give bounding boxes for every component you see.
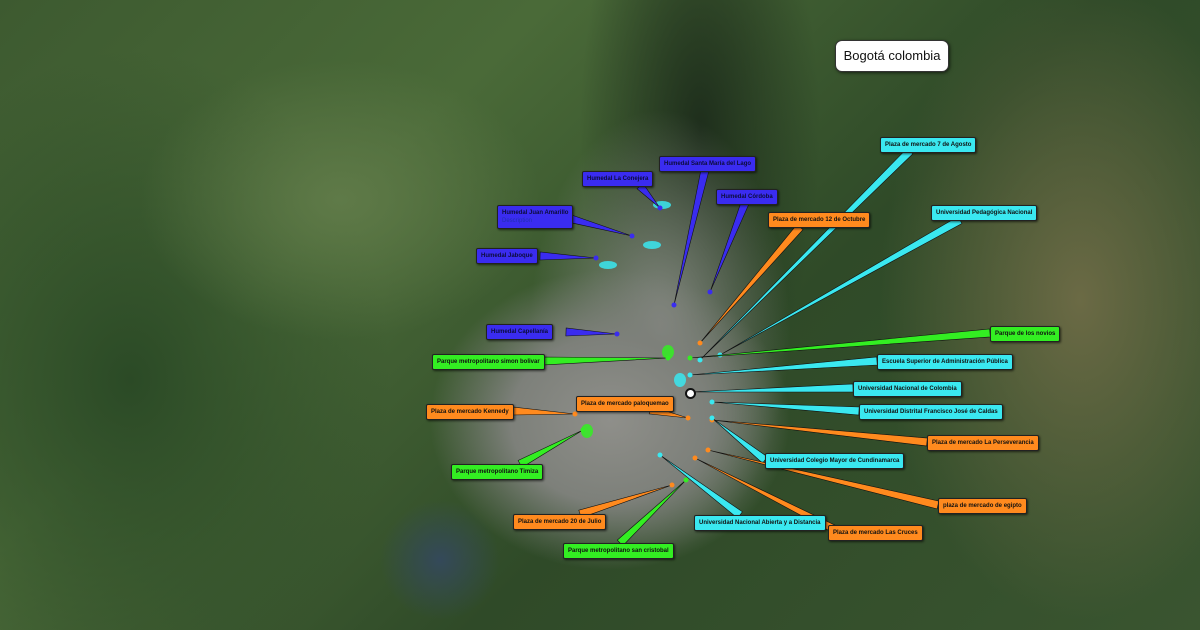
placemark-description: Description xyxy=(502,218,533,224)
placemark-name: Plaza de mercado paloquemao xyxy=(581,401,669,407)
placemark-name: Universidad Nacional Abierta y a Distanc… xyxy=(699,520,821,526)
leader-line xyxy=(539,251,597,261)
placemark-name: Humedal La Conejera xyxy=(587,176,649,182)
leader-line xyxy=(709,201,750,293)
placemark-label[interactable]: Humedal Capellanía xyxy=(486,324,554,340)
placemark-label[interactable]: Humedal Santa María del Lago xyxy=(659,156,757,172)
placemark-name: Escuela Superior de Administración Públi… xyxy=(882,359,1008,365)
placemark-label[interactable]: Plaza de mercado 7 de Agosto xyxy=(880,137,977,153)
placemark-name: Universidad Distrital Francisco José de … xyxy=(864,409,998,415)
placemark-name: Universidad Nacional de Colombia xyxy=(858,386,957,392)
placemark-label[interactable]: Humedal Córdoba xyxy=(716,189,778,205)
placemark-name: Plaza de mercado La Perseverancia xyxy=(932,440,1034,446)
placemark-label[interactable]: Universidad Distrital Francisco José de … xyxy=(859,404,1003,420)
placemark-label[interactable]: Parque de los novios xyxy=(990,326,1061,342)
placemark-name: Plaza de mercado Kennedy xyxy=(431,409,509,415)
placemark-label[interactable]: Plaza de mercado 20 de Julio xyxy=(513,514,607,530)
area-polygon[interactable] xyxy=(643,241,661,249)
area-polygon[interactable] xyxy=(599,261,617,269)
placemark-name: Parque metropolitano Timiza xyxy=(456,469,539,475)
placemark-name: Parque metropolitano san cristobal xyxy=(568,548,669,554)
placemark-name: Parque de los novios xyxy=(995,331,1056,337)
leader-line xyxy=(566,213,633,237)
placemark-point[interactable] xyxy=(683,477,689,483)
placemark-point[interactable] xyxy=(657,452,663,458)
leader-line xyxy=(517,429,584,468)
placemark-label[interactable]: Parque metropolitano san cristobal xyxy=(563,543,674,559)
placemark-point[interactable] xyxy=(657,205,663,211)
leader-line xyxy=(673,168,710,306)
placemark-label[interactable]: Universidad Nacional Abierta y a Distanc… xyxy=(694,515,826,531)
placemark-name: Humedal Jaboque xyxy=(481,253,533,259)
placemark-name: Plaza de mercado Las Cruces xyxy=(833,530,918,536)
area-polygon[interactable] xyxy=(662,345,674,359)
placemark-point[interactable] xyxy=(665,355,671,361)
placemark-label[interactable]: Humedal Jaboque xyxy=(476,248,538,264)
placemark-label[interactable]: Parque metropolitano Timiza xyxy=(451,464,544,480)
placemark-point[interactable] xyxy=(629,233,635,239)
placemark-point[interactable] xyxy=(685,415,691,421)
placemark-label[interactable]: Plaza de mercado La Perseverancia xyxy=(927,435,1039,451)
leader-line xyxy=(689,383,854,393)
placemark-point[interactable] xyxy=(687,372,693,378)
placemark-point[interactable] xyxy=(614,331,620,337)
leader-line xyxy=(541,356,669,366)
placemark-point[interactable] xyxy=(669,482,675,488)
placemark-point[interactable] xyxy=(709,399,715,405)
placemark-point[interactable] xyxy=(707,289,713,295)
placemark-point[interactable] xyxy=(697,340,703,346)
placemark-point[interactable] xyxy=(580,427,586,433)
area-polygon[interactable] xyxy=(581,424,593,438)
placemark-name: Humedal Córdoba xyxy=(721,194,773,200)
placemark-name: Universidad Colegio Mayor de Cundinamarc… xyxy=(770,458,900,464)
placemark-point[interactable] xyxy=(687,355,693,361)
leader-line xyxy=(699,223,804,344)
placemark-point[interactable] xyxy=(671,302,677,308)
area-polygon[interactable] xyxy=(674,373,686,387)
placemark-name: Humedal Santa María del Lago xyxy=(664,161,752,167)
leader-line xyxy=(711,401,860,416)
leader-line xyxy=(511,406,576,416)
placemark-name: Plaza de mercado 7 de Agosto xyxy=(885,142,972,148)
placemark-name: Universidad Pedagógica Nacional xyxy=(936,210,1033,216)
placemark-label[interactable]: Universidad Pedagógica Nacional xyxy=(931,205,1038,221)
placemark-point[interactable] xyxy=(593,255,599,261)
placemark-name: Parque metropolitano simon bolivar xyxy=(437,359,540,365)
leader-line xyxy=(565,327,618,337)
leader-line xyxy=(699,147,914,361)
placemark-label[interactable]: Plaza de mercado 12 de Octubre xyxy=(768,212,871,228)
placemark-label[interactable]: Humedal La Conejera xyxy=(582,171,654,187)
placemark-label[interactable]: Plaza de mercado Kennedy xyxy=(426,404,514,420)
placemark-label[interactable]: Escuela Superior de Administración Públi… xyxy=(877,354,1013,370)
placemark-label[interactable]: Plaza de mercado paloquemao xyxy=(576,396,674,412)
placemark-label[interactable]: Parque metropolitano simon bolivar xyxy=(432,354,545,370)
leader-line xyxy=(578,484,673,519)
map-title-label[interactable]: Bogotá colombia xyxy=(835,40,949,72)
placemark-name: Plaza de mercado 20 de Julio xyxy=(518,519,602,525)
leader-line xyxy=(689,356,878,376)
area-polygon[interactable] xyxy=(653,201,671,209)
placemark-name: plaza de mercado de egipto xyxy=(943,503,1022,509)
placemark-name: Plaza de mercado 12 de Octubre xyxy=(773,217,866,223)
location-pin-icon[interactable] xyxy=(685,388,696,399)
placemark-point[interactable] xyxy=(692,455,698,461)
placemark-label[interactable]: Plaza de mercado Las Cruces xyxy=(828,525,923,541)
placemark-name: Humedal Juan Amarillo xyxy=(502,210,569,216)
placemark-name: Humedal Capellanía xyxy=(491,329,549,335)
placemark-label[interactable]: plaza de mercado de egipto xyxy=(938,498,1027,514)
placemark-label[interactable]: Universidad Colegio Mayor de Cundinamarc… xyxy=(765,453,905,469)
placemark-point[interactable] xyxy=(705,447,711,453)
placemark-label[interactable]: Universidad Nacional de Colombia xyxy=(853,381,962,397)
leader-line xyxy=(616,479,687,547)
leader-line xyxy=(719,216,963,356)
placemark-point[interactable] xyxy=(697,357,703,363)
leader-line xyxy=(636,182,661,209)
placemark-point[interactable] xyxy=(709,415,715,421)
placemark-point[interactable] xyxy=(572,411,578,417)
